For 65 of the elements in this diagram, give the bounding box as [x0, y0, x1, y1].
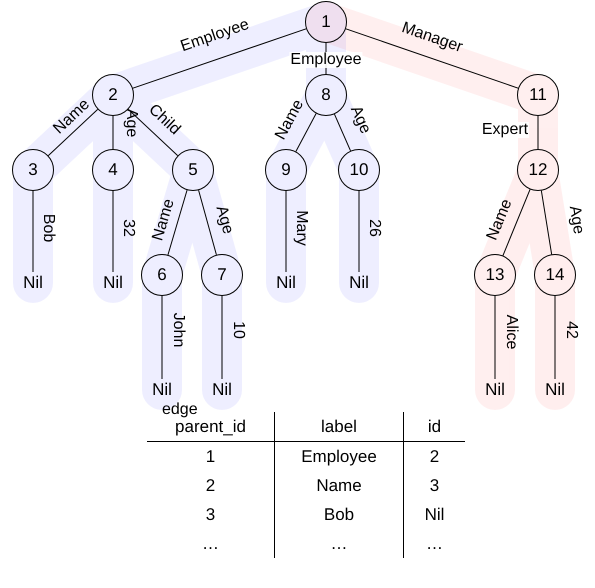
tree-node-circle: 11	[517, 74, 559, 116]
tree-node-circle: 7	[201, 254, 243, 296]
edge-label: Age	[346, 102, 374, 138]
table-cell: 2	[403, 442, 465, 471]
edge-label: 10	[230, 320, 246, 340]
connector-line	[112, 116, 114, 150]
leaf-value: Nil	[276, 273, 296, 293]
edge-label: Name	[150, 196, 178, 244]
edge-label: Expert	[480, 122, 530, 138]
leaf-value: Nil	[103, 273, 123, 293]
connector-line	[502, 188, 531, 256]
table-cell: Nil	[403, 500, 465, 529]
edge-label: Bob	[40, 212, 56, 244]
connector-line	[494, 296, 496, 380]
leaf-value: Nil	[23, 273, 43, 293]
connector-line	[167, 190, 188, 256]
tree-node-circle: 14	[534, 254, 576, 296]
table-cell: …	[274, 529, 403, 558]
table-cell: …	[403, 529, 465, 558]
edge-label: Alice	[503, 314, 519, 350]
tree-node-circle: 4	[92, 149, 134, 191]
edge-label: 42	[563, 320, 579, 340]
connector-line	[334, 114, 352, 152]
table-cell-text: 1	[204, 446, 216, 468]
connector-line	[554, 296, 556, 380]
tree-node-circle: 8	[305, 74, 347, 116]
connector-line	[132, 28, 307, 89]
table-cell-text: 2	[204, 475, 216, 497]
edge-label: John	[170, 312, 186, 348]
edge-label: Name	[484, 196, 516, 244]
tree-node-circle: 12	[517, 149, 559, 191]
tree-node-circle: 10	[338, 149, 380, 191]
tree-node-circle: 13	[474, 254, 516, 296]
edge-label: 26	[366, 218, 382, 238]
connector-line	[345, 28, 519, 89]
table-cell: Employee	[274, 442, 403, 471]
table-header: id	[403, 412, 465, 442]
tree-node-circle: 9	[265, 149, 307, 191]
connector-line	[358, 190, 360, 272]
connector-line	[48, 108, 98, 156]
connector-line	[295, 113, 317, 152]
leaf-value: Nil	[545, 380, 565, 400]
table-header: label	[274, 412, 403, 442]
edge-label: Mary	[293, 209, 309, 247]
tree-node-circle: 5	[172, 149, 214, 191]
tree-node-circle: 3	[12, 149, 54, 191]
leaf-value: Nil	[349, 273, 369, 293]
table-cell: 3	[403, 471, 465, 500]
table-cell: Bob	[274, 500, 403, 529]
edge-label: Age	[212, 203, 236, 237]
edge-label: 32	[120, 218, 136, 238]
table-cell-text: 3	[204, 504, 216, 526]
tree-node-circle: 1	[305, 1, 347, 43]
connector-line	[112, 190, 114, 272]
edge-label: Age	[566, 204, 586, 236]
edge-label: Employee	[289, 52, 363, 68]
leaf-value: Nil	[212, 380, 232, 400]
table-cell: Name	[274, 471, 403, 500]
connector-line	[540, 190, 552, 255]
table-cell-text: …	[201, 533, 220, 555]
connector-line	[32, 190, 34, 272]
leaf-value: Nil	[152, 380, 172, 400]
leaf-value: Nil	[485, 380, 505, 400]
tree-node-circle: 6	[141, 254, 183, 296]
connector-line	[198, 190, 217, 256]
